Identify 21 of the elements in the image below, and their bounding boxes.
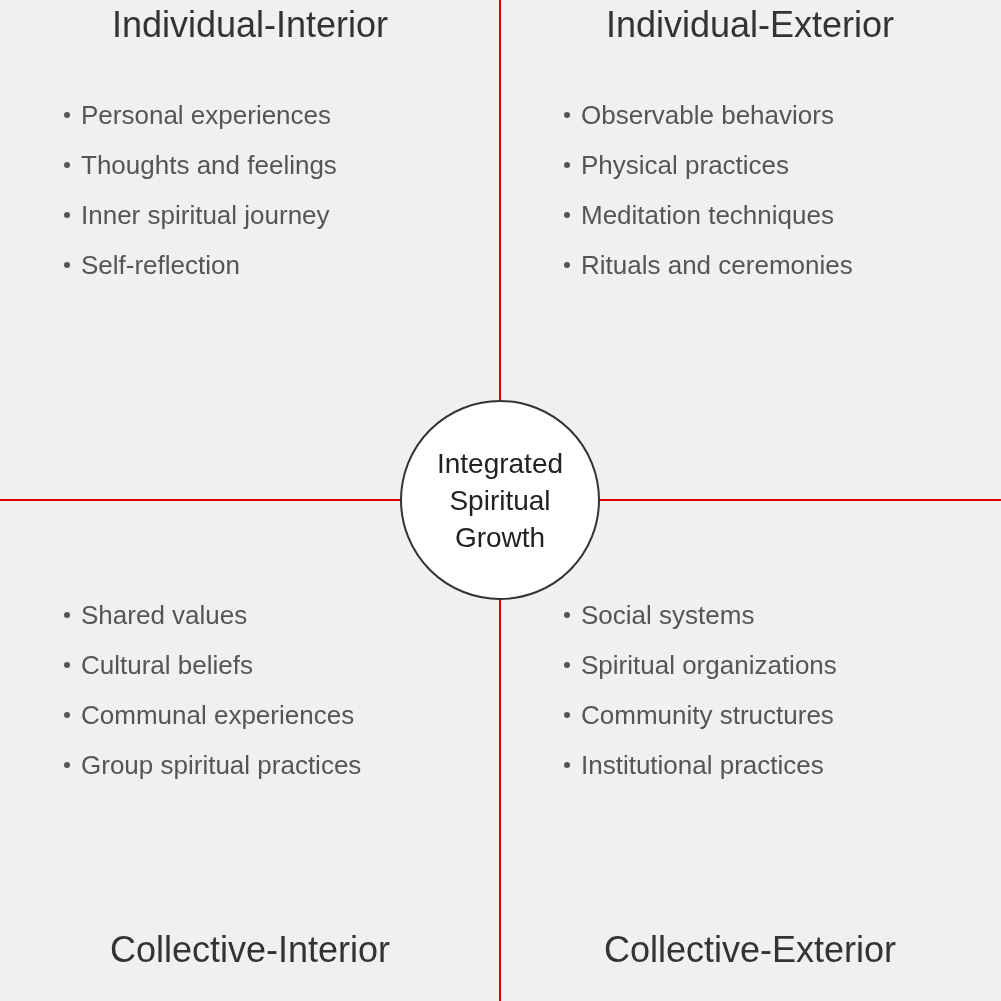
bullet-item: Cultural beliefs <box>81 650 253 680</box>
bullet-item: Group spiritual practices <box>81 750 362 780</box>
quadrant-heading: Collective-Interior <box>108 930 392 970</box>
quadrant-heading: Individual-Interior <box>110 5 390 45</box>
quadrant-heading: Individual-Exterior <box>604 5 896 45</box>
bullet-item: Personal experiences <box>81 100 332 130</box>
quadrant-heading: Collective-Exterior <box>602 930 898 970</box>
bullet-item: Physical practices <box>581 150 790 180</box>
bullet-item: Rituals and ceremonies <box>581 250 853 280</box>
bullet-item: Social systems <box>581 600 755 630</box>
bullet-item: Shared values <box>81 600 248 630</box>
bullet-item: Institutional practices <box>581 750 824 780</box>
bullet-item: Inner spiritual journey <box>81 200 330 230</box>
bullet-item: Observable behaviors <box>581 100 834 130</box>
bullet-item: Spiritual organizations <box>581 650 837 680</box>
bullet-item: Communal experiences <box>81 700 355 730</box>
bullet-item: Self-reflection <box>81 250 240 280</box>
center-label: Integrated Spiritual Growth <box>435 446 565 555</box>
bullet-item: Meditation techniques <box>581 200 834 230</box>
bullet-item: Community structures <box>581 700 834 730</box>
bullet-item: Thoughts and feelings <box>81 150 337 180</box>
